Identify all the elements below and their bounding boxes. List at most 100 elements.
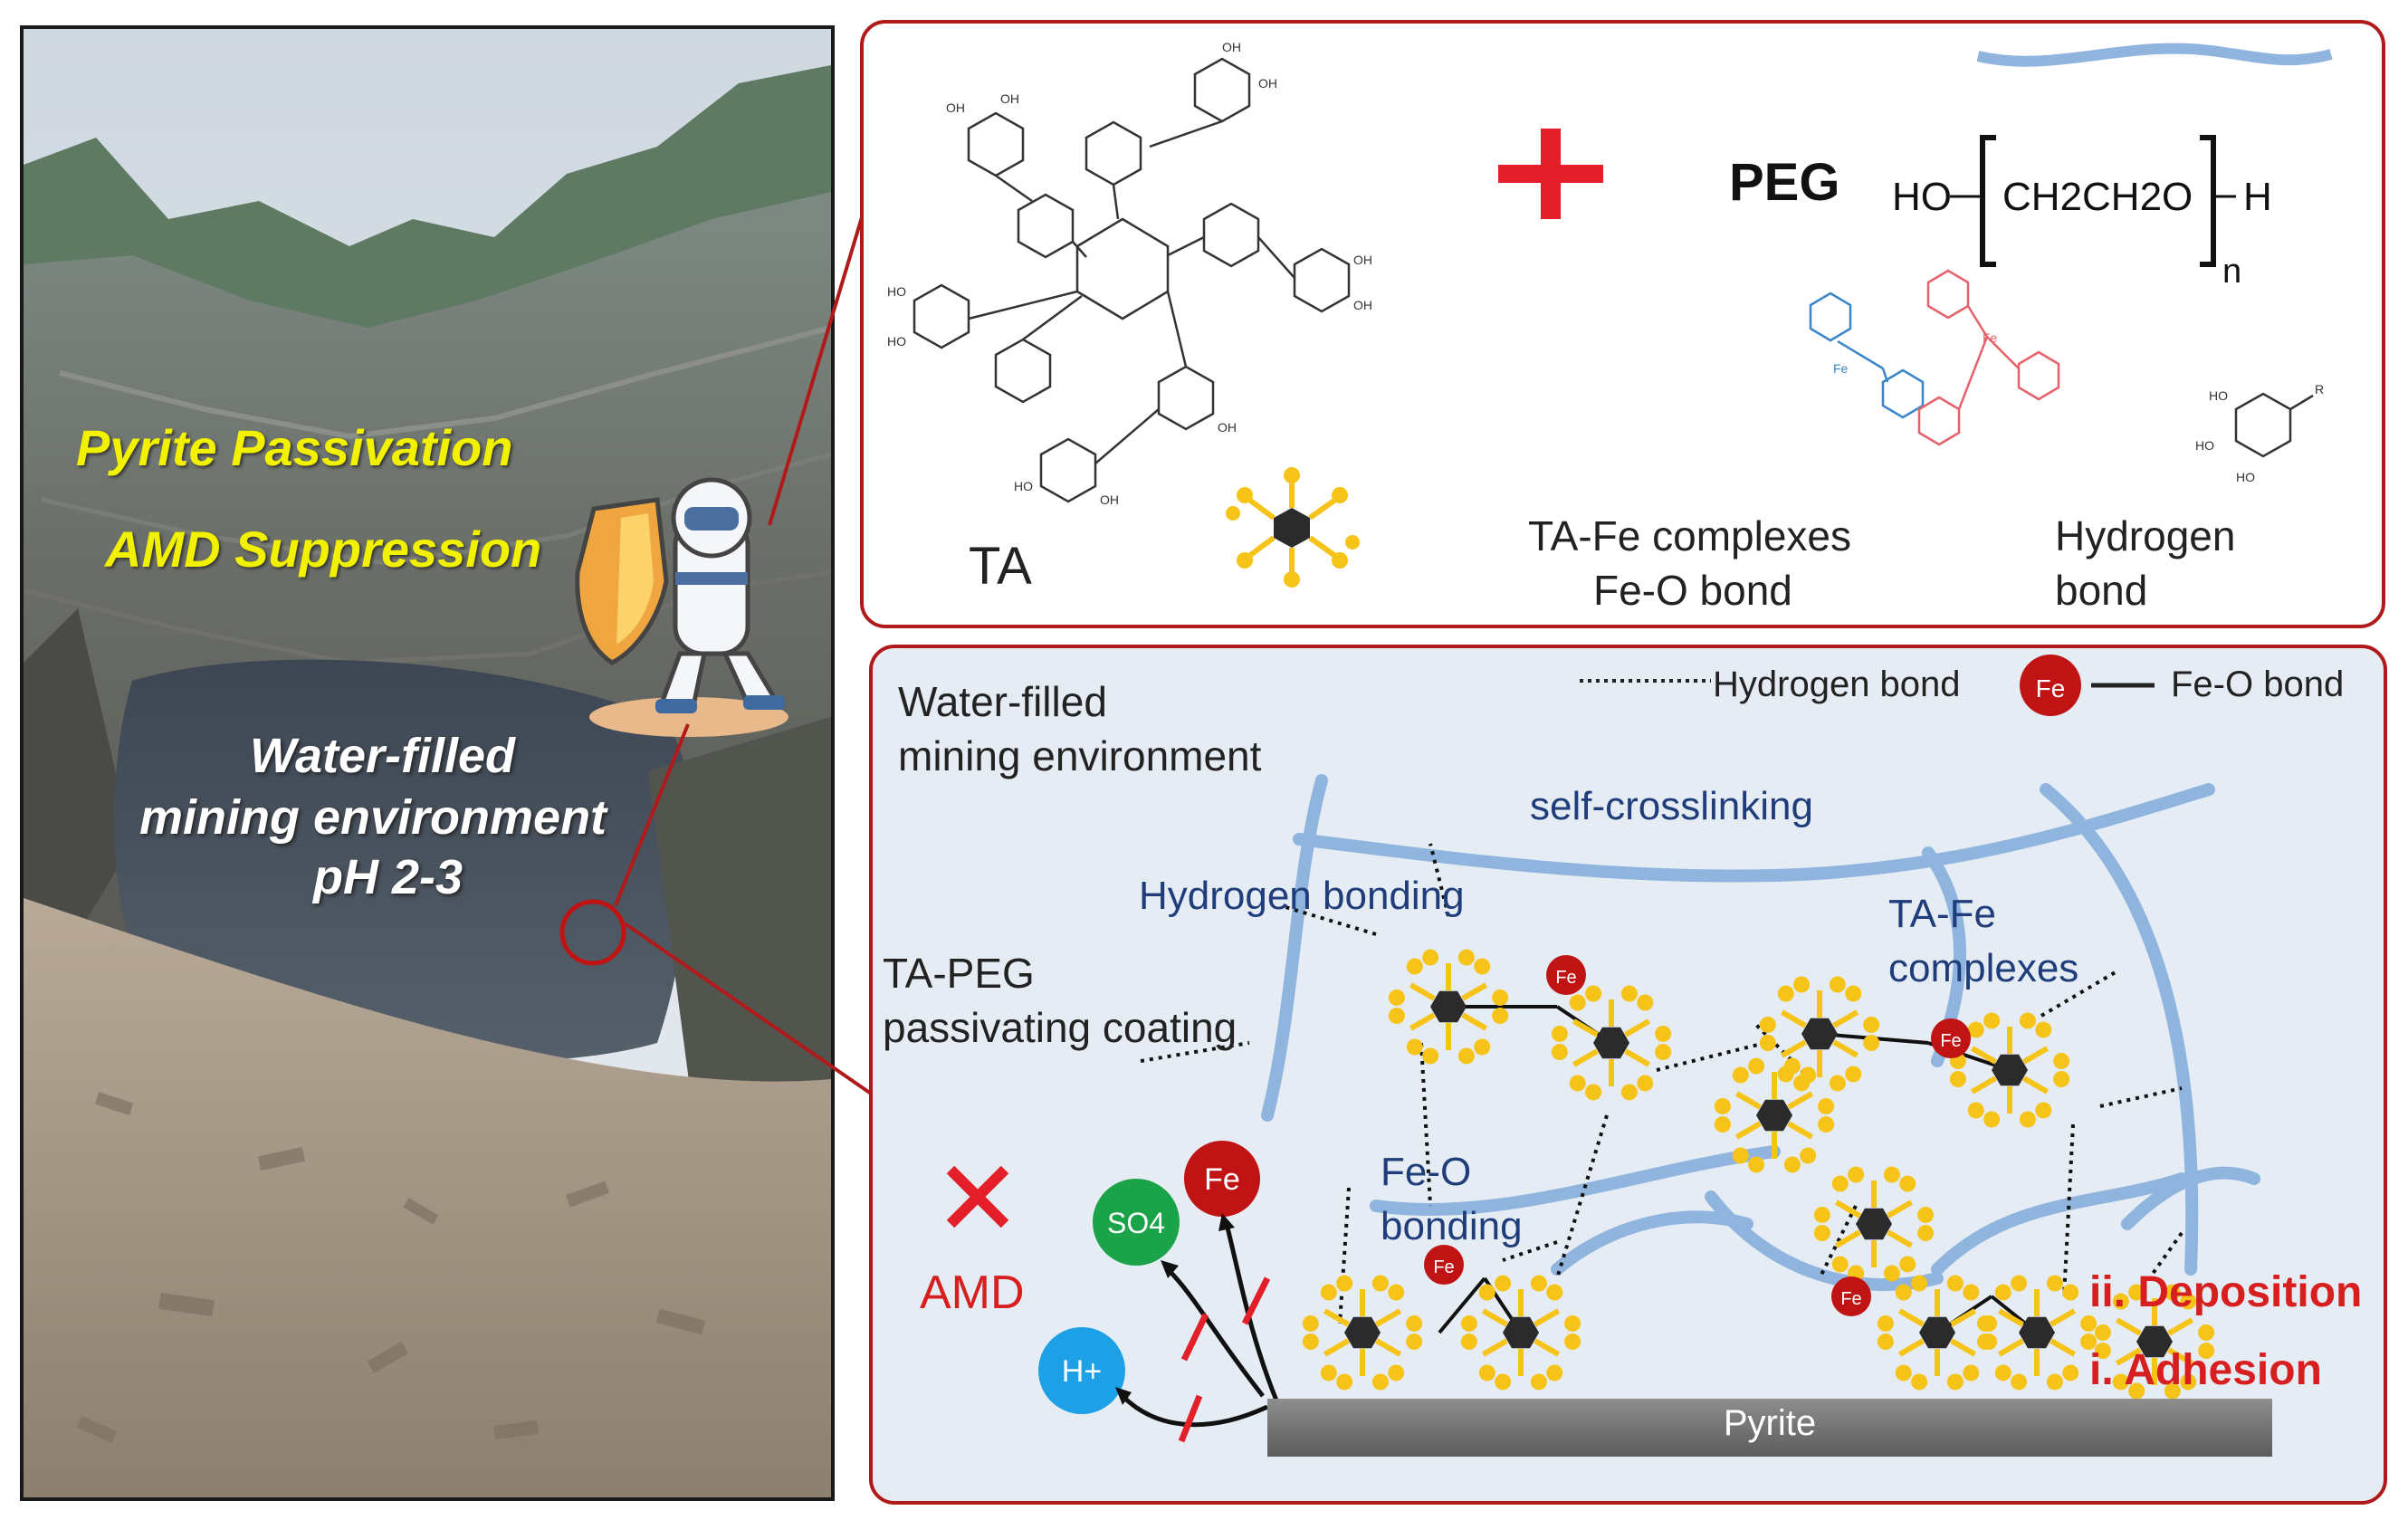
pyrite-passivation-title: Pyrite Passivation	[76, 419, 513, 476]
ta-fe-complexes-label: TA-Fe complexes	[1528, 512, 1852, 559]
peg-formula-repeat: CH2CH2O	[2002, 175, 2193, 219]
coating-mechanism-diagram: Fe	[946, 655, 2260, 1443]
mine-photo-panel: Pyrite Passivation AMD Suppression Water…	[20, 25, 835, 1501]
ta-yellow-node-icon	[1226, 467, 1360, 588]
ta-fe-complex-pink-icon: Fe	[1917, 269, 2060, 446]
ta-oh-label: OH	[1353, 253, 1372, 267]
self-crosslinking-label: self-crosslinking	[1530, 784, 1813, 828]
connector-hero-to-circle	[614, 723, 690, 906]
blue-complex-fe: Fe	[1833, 361, 1849, 376]
magnify-circle	[559, 899, 626, 966]
ion-h-text: H+	[1062, 1354, 1102, 1389]
fe-o-bond-label: Fe-O bond	[1593, 567, 1792, 614]
ta-node-icon	[1949, 1012, 2070, 1128]
molecule-panel	[860, 20, 2385, 628]
ta-structure	[913, 57, 1351, 503]
ta-oh-label: OH	[1258, 76, 1277, 91]
ta-oh-label: OH	[1100, 492, 1119, 507]
peg-label: PEG	[1729, 153, 1840, 212]
fe-badge-icon	[1424, 1245, 1464, 1285]
hydrogen-label: Hydrogen	[2055, 512, 2236, 559]
shield-hero-icon	[575, 477, 788, 737]
fe-badge-text: Fe	[1433, 1257, 1454, 1277]
molecule-structures: OH OH OH OH OH OH HO HO OH HO OH HO	[887, 40, 2333, 588]
fe-badges: Fe Fe Fe Fe	[1424, 955, 1971, 1316]
pyrogallol-ho-label: HO	[2236, 470, 2255, 484]
adhesion-label: i. Adhesion	[2089, 1346, 2322, 1394]
ion-so4-icon: SO4	[1093, 1179, 1180, 1266]
photo-ph-label: pH 2-3	[313, 850, 463, 904]
pyrite-substrate	[1267, 1399, 2272, 1457]
mine-landscape-illustration	[24, 29, 831, 1497]
ta-oh-label: OH	[1353, 298, 1372, 312]
ta-fe-complex-blue-icon: Fe	[1809, 292, 1925, 419]
amd-label: AMD	[920, 1267, 1025, 1319]
ta-node-icon	[1976, 1275, 2097, 1391]
ta-node-icon	[1813, 1166, 1935, 1282]
plus-icon	[1498, 129, 1603, 219]
ion-so4-text: SO4	[1107, 1207, 1165, 1239]
fe-badge-icon	[1831, 1276, 1871, 1316]
connector-to-top-panel	[768, 207, 866, 526]
photo-env-line1: Water-filled	[250, 729, 516, 783]
peg-formula: HO CH2CH2O H n	[1892, 135, 2272, 291]
pyrogallol-ho-label: HO	[2195, 438, 2214, 453]
pyrite-label: Pyrite	[1723, 1403, 1817, 1443]
ion-fe-text: Fe	[1204, 1162, 1240, 1197]
legend-fe-icon	[2020, 655, 2081, 716]
amd-suppression-title: AMD Suppression	[105, 521, 542, 578]
coating-label-line2: passivating coating	[883, 1004, 1237, 1051]
pyrogallol-r-label: R	[2315, 382, 2324, 397]
feo-bonding-line1: Fe-O	[1381, 1150, 1472, 1194]
fe-badge-icon	[1931, 1018, 1971, 1058]
ta-node-icon	[2094, 1284, 2215, 1400]
legend-feo-label: Fe-O bond	[2171, 664, 2345, 704]
pyrogallol-ho-label: HO	[2209, 388, 2228, 403]
photo-env-line2: mining environment	[139, 790, 607, 845]
peg-chain-icon	[1976, 43, 2333, 67]
ta-node-icon	[1714, 1057, 1835, 1173]
pink-complex-fe: Fe	[1983, 330, 1998, 345]
ta-oh-label: OH	[946, 100, 965, 115]
hydrogen-bond-lines	[1140, 843, 2183, 1324]
deposition-label: ii. Deposition	[2089, 1268, 2363, 1316]
amd-cross-icon	[946, 1165, 1009, 1228]
peg-formula-n: n	[2222, 253, 2241, 291]
peg-formula-end: H	[2243, 175, 2272, 219]
bottom-env-line1: Water-filled	[898, 678, 1107, 725]
ta-fe-label-line2: complexes	[1888, 946, 2079, 990]
feo-bonding-line2: bonding	[1381, 1204, 1523, 1248]
ion-h-icon: H+	[1038, 1327, 1125, 1414]
legend-fe-text: Fe	[2036, 674, 2066, 703]
peg-fiber-network	[1261, 774, 2260, 1292]
ta-ho-label: HO	[887, 334, 906, 349]
ta-oh-label: OH	[1222, 40, 1241, 54]
fe-badge-text: Fe	[1940, 1031, 1961, 1051]
ta-oh-label: OH	[1218, 420, 1237, 435]
connector-to-bottom-panel	[623, 922, 875, 1097]
bond-label: bond	[2055, 567, 2148, 614]
coating-label-line1: TA-PEG	[883, 950, 1035, 997]
ta-node-icon	[1460, 1275, 1581, 1391]
ta-fe-label-line1: TA-Fe	[1888, 892, 1996, 936]
hydrogen-bonding-label: Hydrogen bonding	[1139, 874, 1465, 918]
ta-label: TA	[969, 537, 1032, 596]
ta-oh-label: OH	[1000, 91, 1019, 106]
ta-node-icon	[1877, 1275, 1998, 1391]
arrow-heads	[1115, 1213, 1235, 1405]
ta-node-icon	[1302, 1275, 1423, 1391]
ta-node-icon	[1388, 949, 1509, 1065]
ion-fe-icon: Fe	[1184, 1141, 1260, 1217]
peg-formula-ho: HO	[1892, 175, 1952, 219]
pyrogallol-structure-icon	[2234, 392, 2314, 458]
bottom-env-line2: mining environment	[898, 732, 1262, 779]
ta-molecule-nodes	[1302, 949, 2215, 1400]
ta-node-icon	[1759, 976, 1880, 1092]
ta-node-icon	[1551, 985, 1672, 1101]
fe-badge-icon	[1546, 955, 1586, 995]
block-marks-icon	[1178, 1276, 1271, 1443]
legend-hbond-label: Hydrogen bond	[1713, 664, 1961, 704]
fe-badge-text: Fe	[1555, 968, 1576, 988]
fe-badge-text: Fe	[1840, 1289, 1861, 1309]
